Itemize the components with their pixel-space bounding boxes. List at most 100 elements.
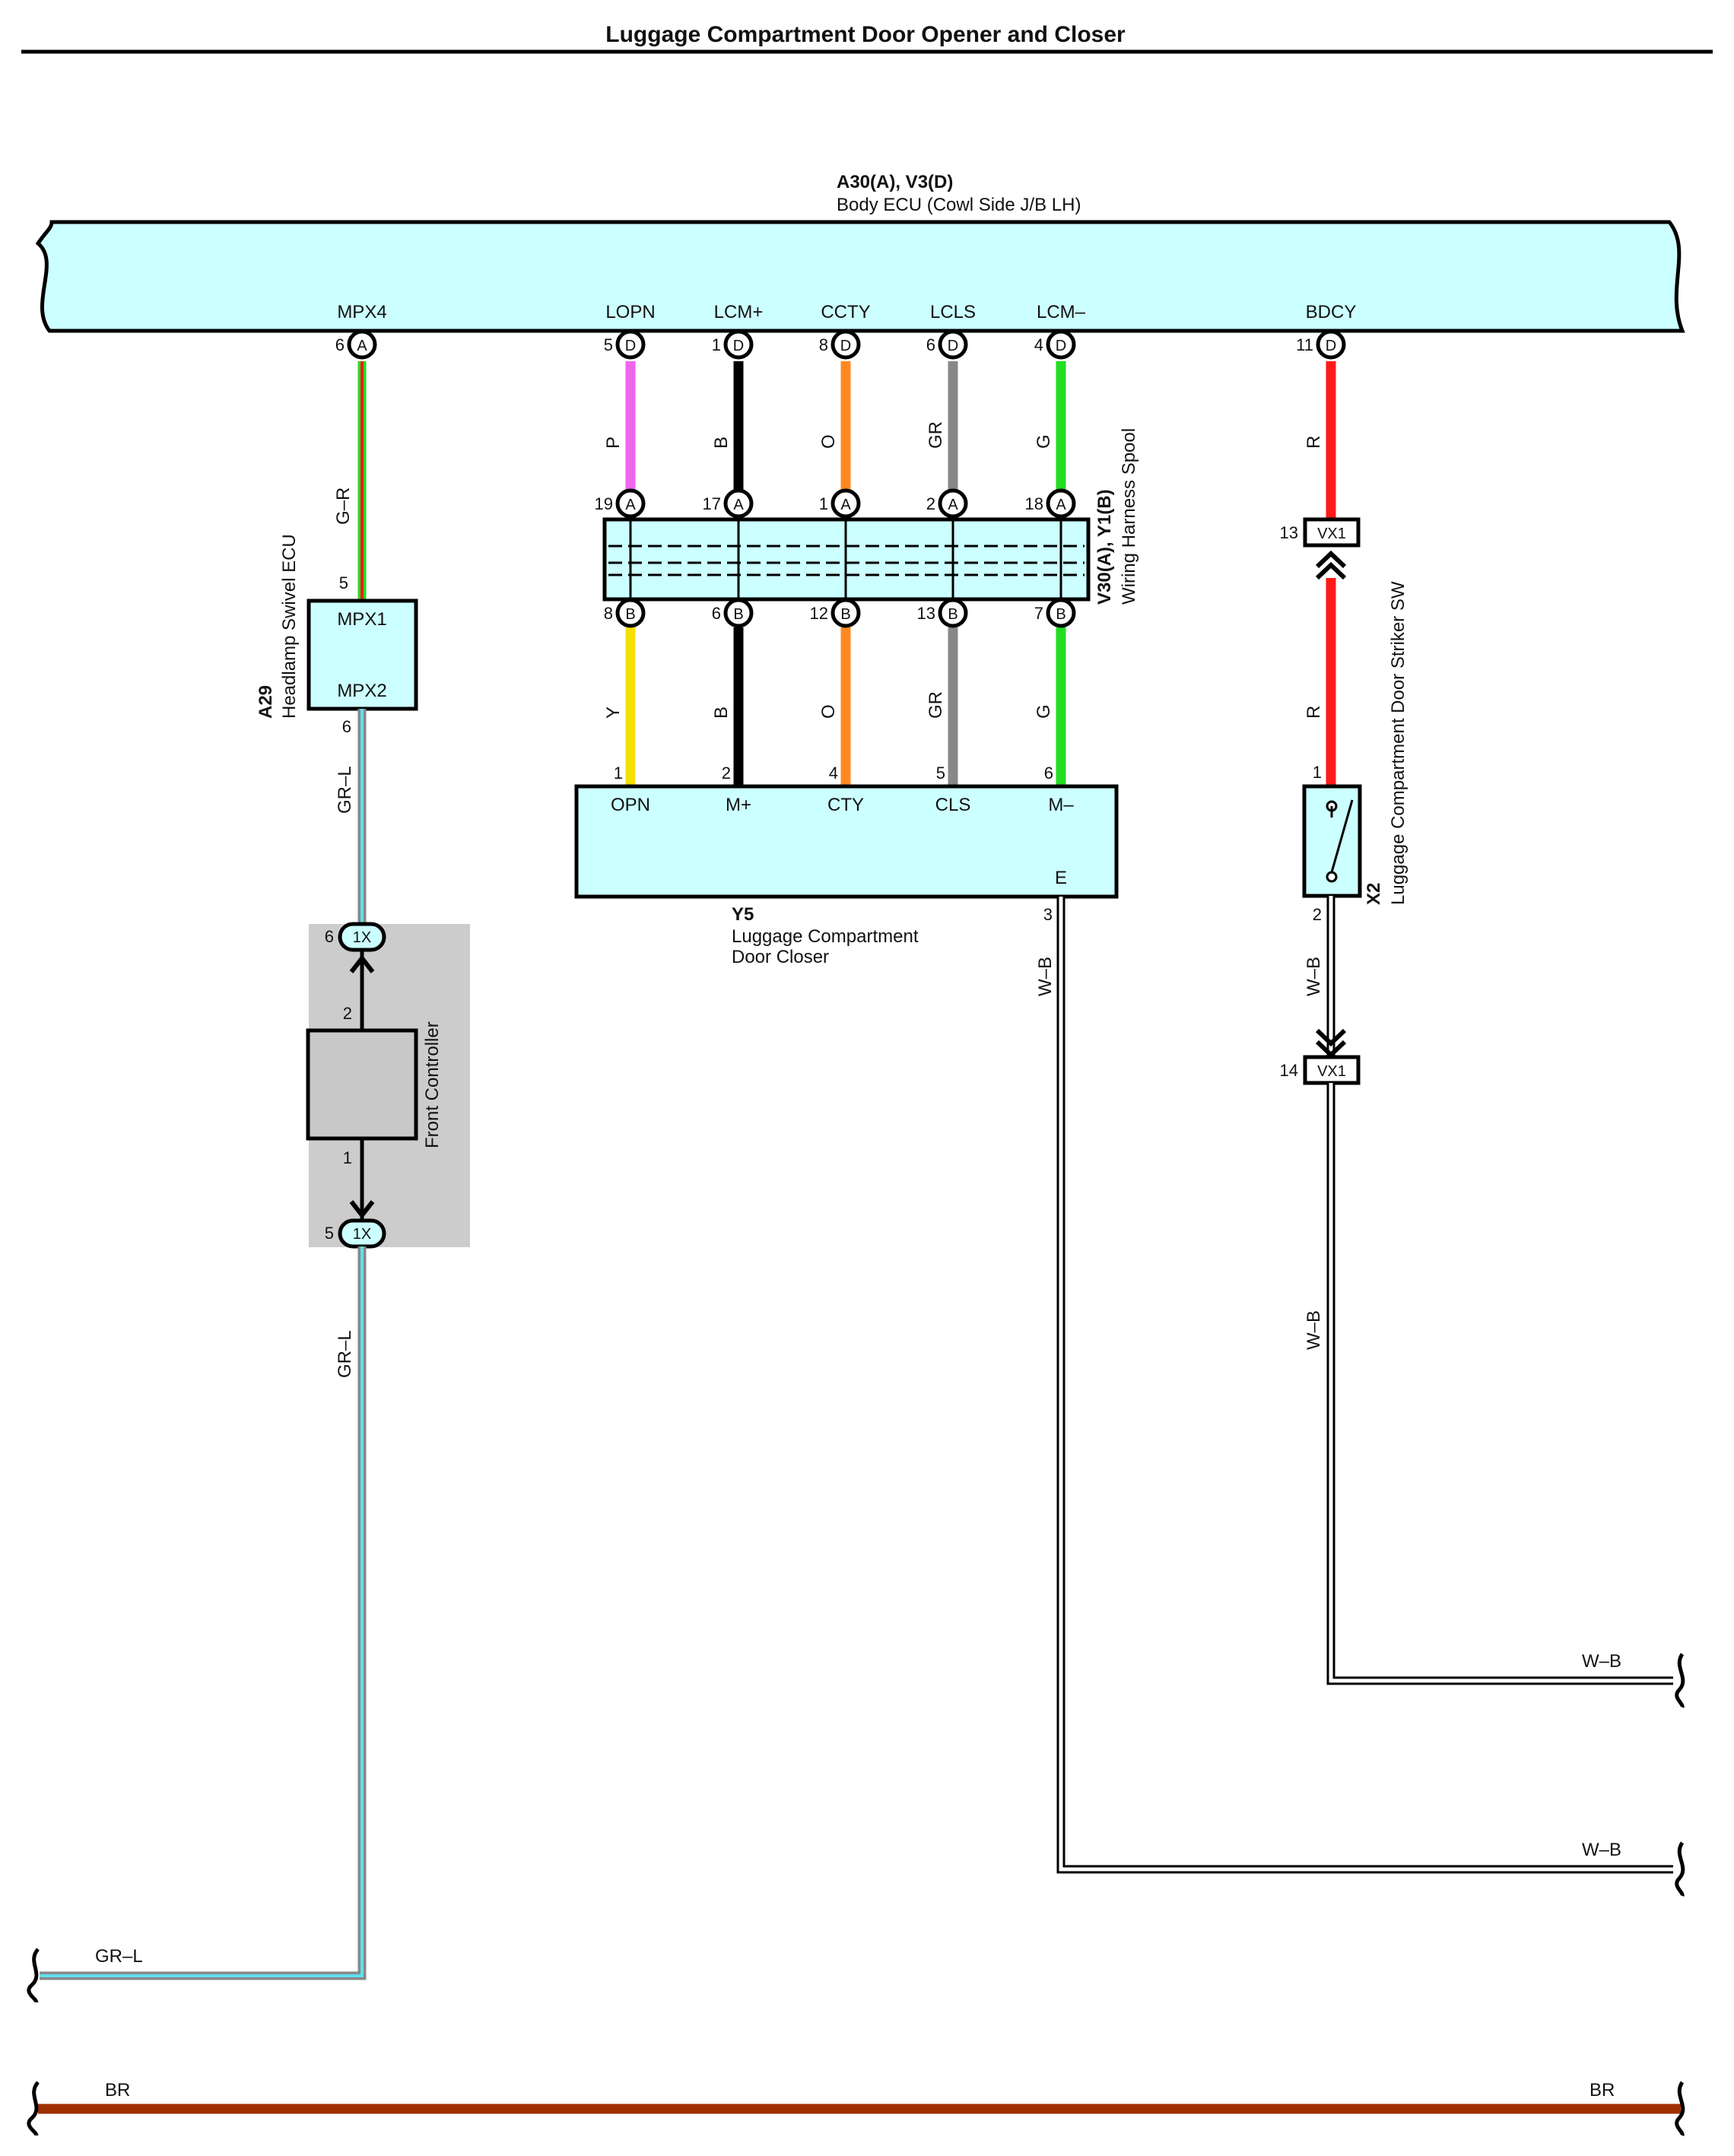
ecu-terminal-lcm-plus: LCM+ xyxy=(714,302,764,322)
chevron-up-icon xyxy=(349,954,375,973)
ecu-pin-6-circle xyxy=(1316,329,1346,360)
door-closer-name-2: Door Closer xyxy=(732,947,829,967)
ecu-pin-2-num: 1 xyxy=(712,335,721,354)
connector-vx1-bottom-label: VX1 xyxy=(1317,1063,1346,1080)
lower-wire-label-3: GR xyxy=(926,691,946,719)
spool-top-pin-2-conn: A xyxy=(840,497,851,513)
wire-label-g-r: G–R xyxy=(333,487,354,525)
page-title: Luggage Compartment Door Opener and Clos… xyxy=(605,22,1126,47)
connector-vx1-top-pin: 13 xyxy=(1280,523,1298,542)
upper-wire-label-4: G xyxy=(1034,434,1054,449)
upper-wire-label-1: B xyxy=(711,437,732,449)
connector-1x-bottom-pin: 5 xyxy=(325,1224,334,1243)
door-closer-pin-3: 5 xyxy=(936,764,945,783)
spool-top-pin-0: A19 xyxy=(595,488,646,519)
spool-bottom-pin-1-num: 6 xyxy=(712,604,721,623)
connector-vx1-bottom-pin: 14 xyxy=(1280,1061,1298,1080)
wire-label-r-upper: R xyxy=(1304,436,1324,449)
ecu-pin-4-conn: D xyxy=(948,338,958,354)
ecu-pin-1-circle xyxy=(615,329,646,360)
spool-bottom-pin-3-num: 13 xyxy=(917,604,935,623)
wire-label-w-b-exit-2: W–B xyxy=(1582,1840,1621,1860)
spool-top-pin-0-conn: A xyxy=(625,497,636,513)
ecu-terminal-ccty: CCTY xyxy=(821,302,870,322)
door-closer-terminal-1: M+ xyxy=(726,795,751,815)
ecu-pin-1-conn: D xyxy=(625,338,636,354)
ecu-terminal-mpx4: MPX4 xyxy=(337,302,386,322)
striker-name: Luggage Compartment Door Striker SW xyxy=(1388,581,1408,905)
ecu-name: Body ECU (Cowl Side J/B LH) xyxy=(837,195,1081,215)
ecu-pin-0: A6 xyxy=(335,329,377,360)
spool-bottom-pin-0-num: 8 xyxy=(604,604,613,623)
ecu-pin-4-circle xyxy=(938,329,968,360)
lower-wire-label-2: O xyxy=(818,704,839,719)
ecu-terminal-bdcy: BDCY xyxy=(1306,302,1357,322)
ecu-pin-3-num: 8 xyxy=(819,335,828,354)
ecu-pin-1-num: 5 xyxy=(604,335,613,354)
spool-bottom-pin-0-conn: B xyxy=(625,606,635,623)
spool-bottom-pin-2-conn: B xyxy=(840,606,850,623)
spool-code: V30(A), Y1(B) xyxy=(1094,489,1115,605)
chevron-down-icon-vx1 xyxy=(1315,1028,1347,1059)
ecu-pin-5-num: 4 xyxy=(1034,335,1043,354)
upper-wire-label-0: P xyxy=(603,437,624,449)
bus-label-left: BR xyxy=(105,2080,130,2100)
ecu-pin-0-num: 6 xyxy=(335,335,345,354)
wire-label-gr-l-lower: GR–L xyxy=(335,1330,355,1378)
chevron-down-icon xyxy=(349,1200,375,1219)
lower-wire-label-1: B xyxy=(711,706,732,719)
front-controller-box xyxy=(306,1028,418,1141)
spool-bottom-pin-3: B 13 xyxy=(917,598,968,628)
upper-wire-label-3: GR xyxy=(926,421,946,449)
ecu-pin-5-conn: D xyxy=(1056,338,1066,354)
ecu-pin-2: D1 xyxy=(712,329,754,360)
door-closer-terminal-3: CLS xyxy=(935,795,971,815)
upper-wire-group: P B O GR G xyxy=(603,361,1066,503)
ecu-pin-3: D8 xyxy=(819,329,861,360)
ecu-terminal-lcls: LCLS xyxy=(930,302,976,322)
spool-top-pin-4-circle xyxy=(1046,488,1076,519)
headlamp-terminal-mpx1: MPX1 xyxy=(337,609,386,630)
ecu-terminal-lcm-minus: LCM– xyxy=(1037,302,1086,322)
connector-vx1-top xyxy=(1303,517,1361,548)
spool-bottom-pin-4: B7 xyxy=(1034,598,1076,628)
spool-bottom-pin-2: B12 xyxy=(810,598,861,628)
door-closer-name-1: Luggage Compartment xyxy=(732,926,919,947)
ecu-pin-0-conn: A xyxy=(357,338,367,354)
front-controller-name: Front Controller xyxy=(422,1021,443,1148)
break-mark-left-gr-l xyxy=(27,1948,40,2003)
front-controller-pin-bottom: 1 xyxy=(343,1148,352,1167)
spool-top-pin-4-conn: A xyxy=(1056,497,1066,513)
break-mark-right-w-b-1 xyxy=(1675,1653,1685,1708)
wire-w-b-after-vx1-base xyxy=(1326,1083,1673,1685)
spool-top-pin-2-num: 1 xyxy=(819,494,828,513)
spool-internal-lines xyxy=(629,519,1062,599)
upper-wire-label-2: O xyxy=(818,434,839,449)
spool-bottom-pin-0: B8 xyxy=(604,598,646,628)
wire-label-w-b-after-vx1: W–B xyxy=(1304,1310,1324,1350)
spool-top-pin-1: A 17 xyxy=(703,488,754,519)
ecu-pin-4-num: 6 xyxy=(926,335,935,354)
spool-bottom-pin-3-circle xyxy=(938,598,968,628)
switch-blade xyxy=(1330,799,1354,873)
spool-bottom-pin-1-circle xyxy=(723,598,754,628)
door-closer-pin-4: 6 xyxy=(1044,764,1053,783)
ecu-pin-2-circle xyxy=(723,329,754,360)
ecu-pin-3-conn: D xyxy=(840,338,851,354)
spool-top-pin-1-num: 17 xyxy=(703,494,721,513)
wire-label-w-b-exit-1: W–B xyxy=(1582,1651,1621,1672)
headlamp-code: A29 xyxy=(256,685,276,719)
door-closer-pin-1: 2 xyxy=(722,764,731,783)
spool-top-pin-1-conn: A xyxy=(733,497,744,513)
striker-pin-bottom: 2 xyxy=(1313,905,1322,924)
spool-bottom-pin-3-conn: B xyxy=(948,606,958,623)
headlamp-terminal-mpx2: MPX2 xyxy=(337,681,386,701)
spool-bottom-pin-4-circle xyxy=(1046,598,1076,628)
wire-w-b-closer-base xyxy=(1056,897,1673,1874)
